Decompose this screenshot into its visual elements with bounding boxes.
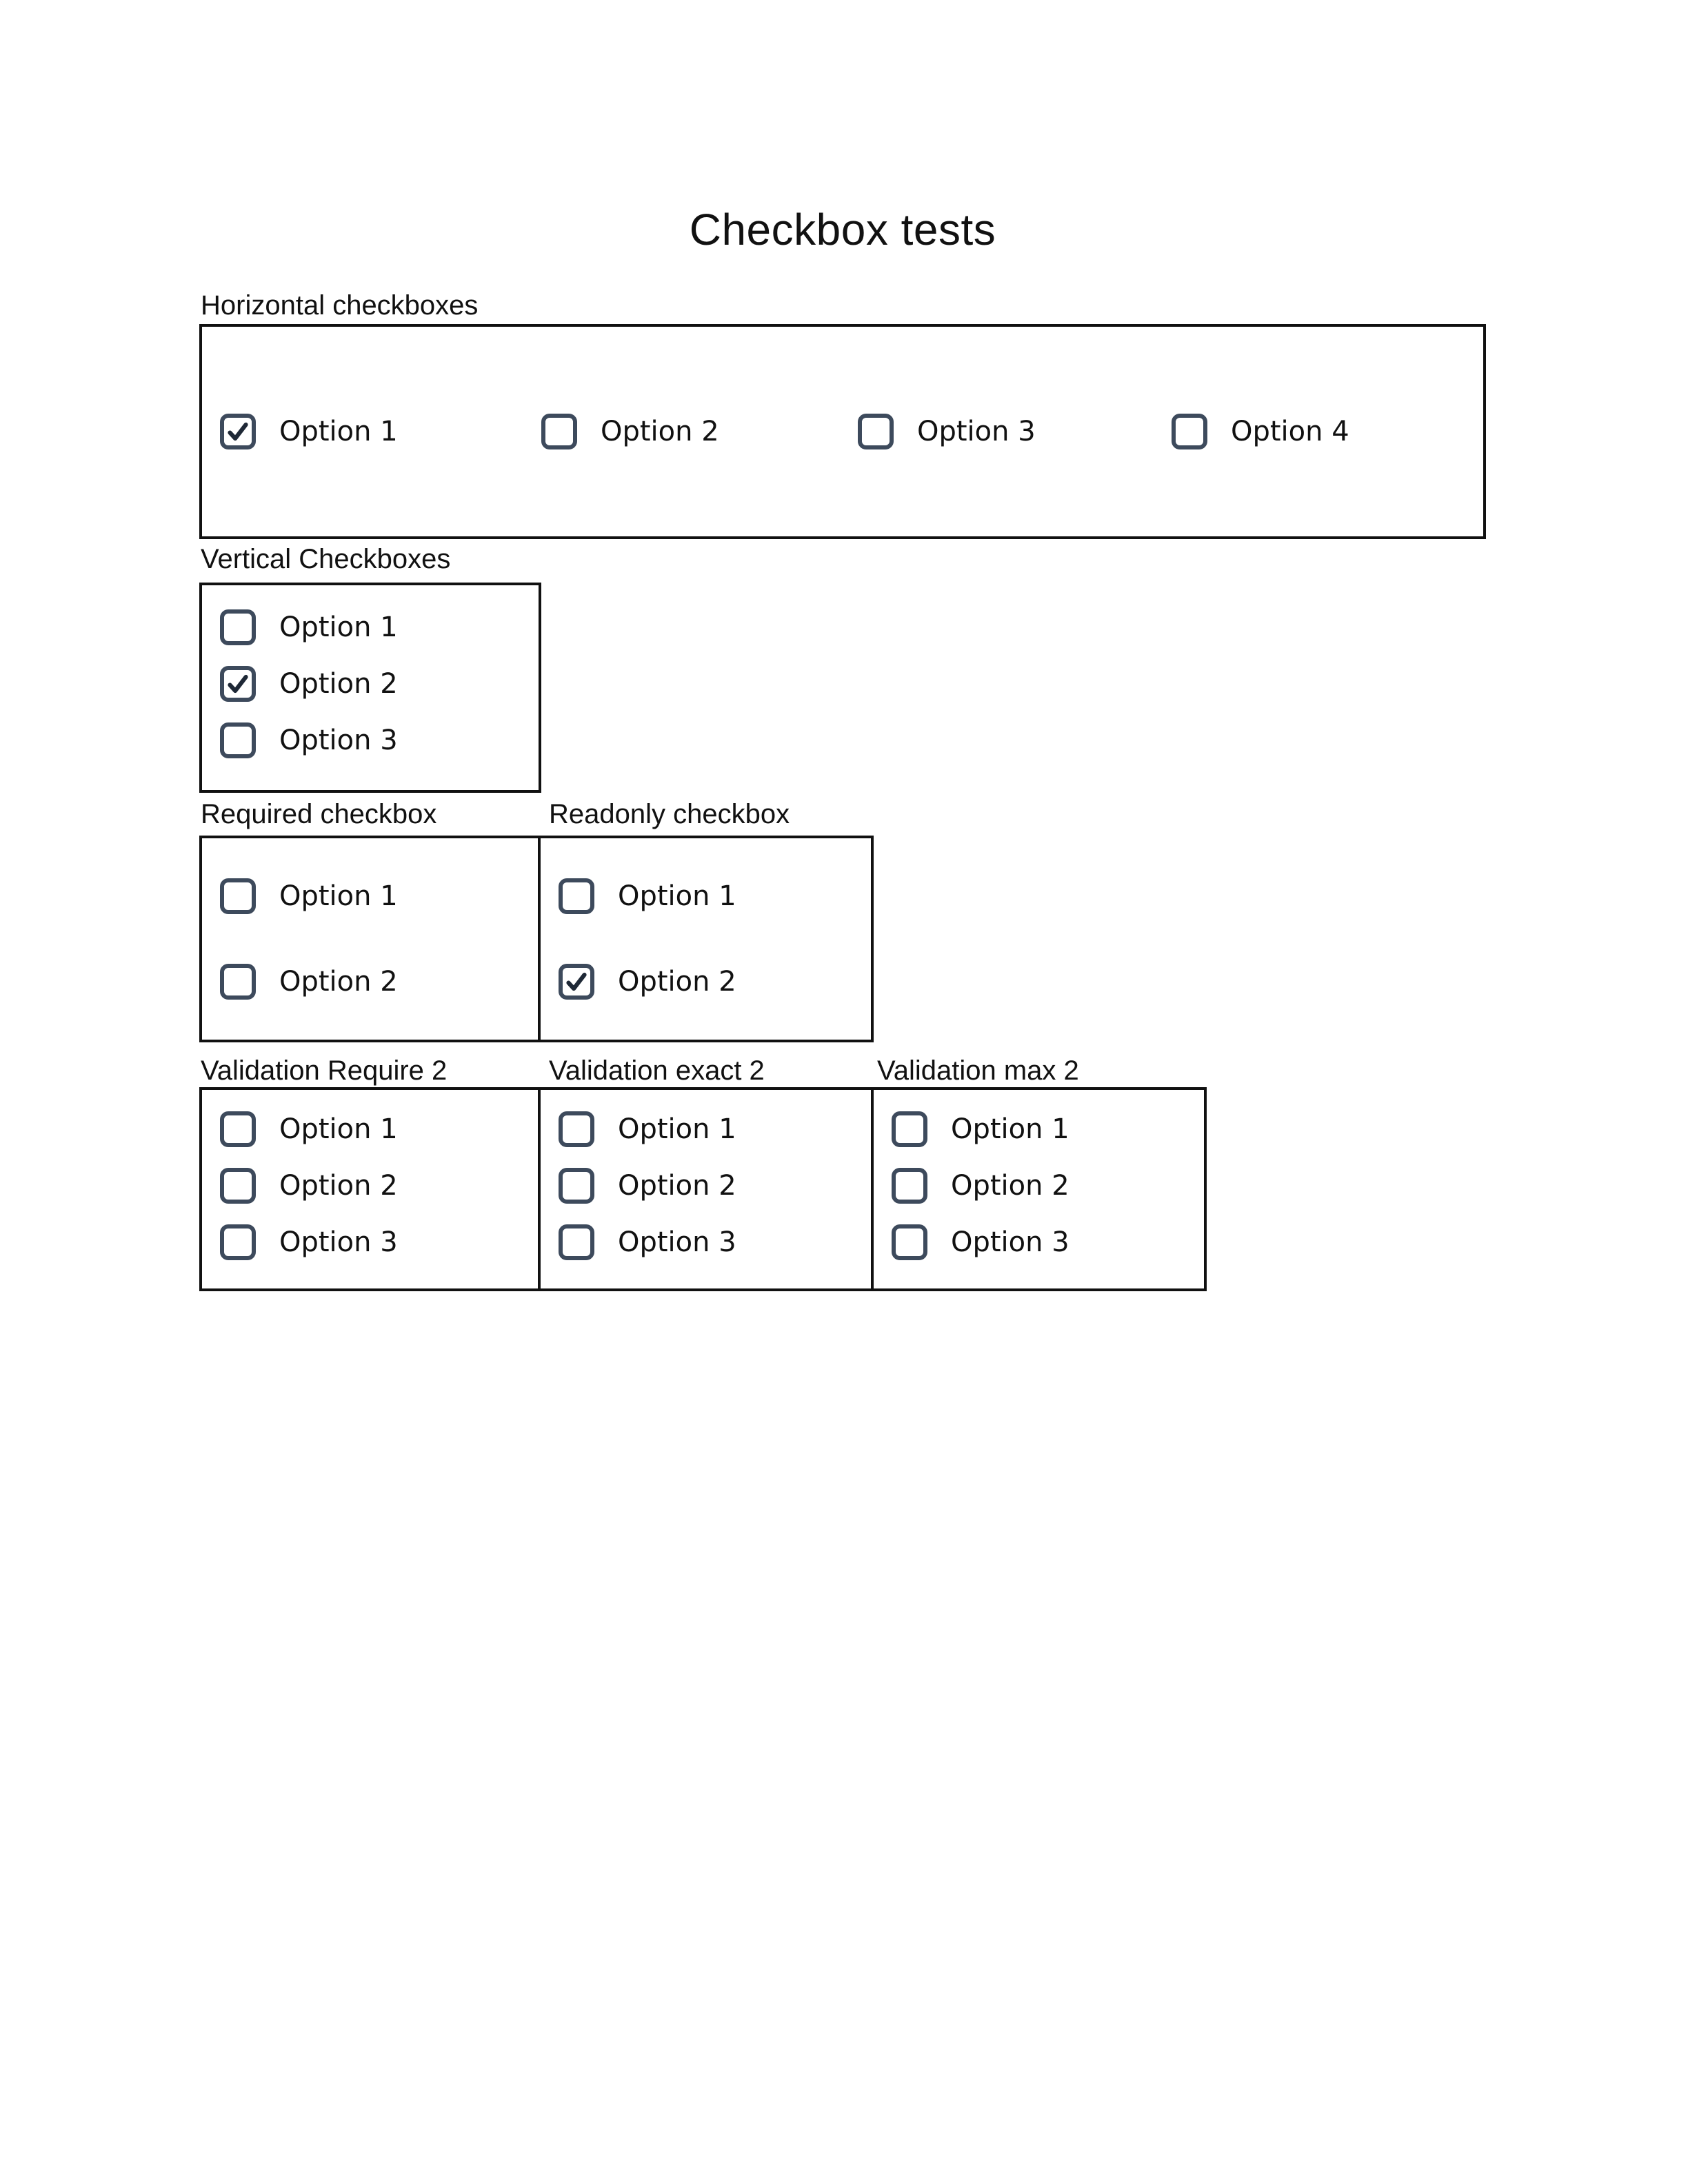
checkbox-group-validation-exact-2: Option 1 Option 2 Option 3 — [538, 1087, 874, 1291]
check-icon — [566, 972, 587, 991]
checkbox-label: Option 2 — [279, 668, 398, 700]
checkbox[interactable] — [1172, 414, 1207, 449]
checkbox-option[interactable]: Option 3 — [559, 1224, 871, 1260]
checkbox-option: Option 1 — [559, 878, 871, 914]
checkbox-option[interactable]: Option 4 — [1172, 414, 1349, 449]
checkbox-option[interactable]: Option 1 — [220, 878, 538, 914]
checkbox-option[interactable]: Option 1 — [559, 1111, 871, 1147]
checkbox-label: Option 1 — [279, 880, 398, 912]
checkbox-option[interactable]: Option 2 — [541, 414, 719, 449]
section-label-vertical: Vertical Checkboxes — [201, 544, 451, 574]
checkbox[interactable] — [559, 1111, 594, 1147]
check-icon — [228, 422, 248, 441]
checkbox-checked[interactable] — [220, 666, 256, 702]
checkbox[interactable] — [892, 1168, 927, 1204]
checkbox-label: Option 1 — [279, 416, 398, 447]
checkbox-option[interactable]: Option 1 — [220, 609, 539, 645]
section-label-horizontal: Horizontal checkboxes — [201, 290, 479, 321]
section-label-required: Required checkbox — [201, 799, 437, 829]
checkbox-option[interactable]: Option 2 — [220, 1168, 538, 1204]
section-label-validation-exact-2: Validation exact 2 — [549, 1055, 765, 1086]
checkbox-label: Option 4 — [1231, 416, 1349, 447]
checkbox-label: Option 1 — [951, 1113, 1069, 1145]
checkbox-option[interactable]: Option 3 — [892, 1224, 1204, 1260]
checkbox[interactable] — [220, 1111, 256, 1147]
checkbox-option[interactable]: Option 3 — [220, 1224, 538, 1260]
checkbox-label: Option 3 — [279, 1226, 398, 1258]
checkbox-group-required: Option 1 Option 2 — [199, 836, 541, 1042]
checkbox-label: Option 2 — [618, 966, 736, 998]
checkbox-label: Option 2 — [279, 966, 398, 998]
checkbox[interactable] — [892, 1111, 927, 1147]
checkbox[interactable] — [541, 414, 577, 449]
checkbox-group-horizontal: Option 1 Option 2 Option 3 Option 4 — [199, 324, 1486, 539]
checkbox-group-readonly: Option 1 Option 2 — [538, 836, 874, 1042]
checkbox[interactable] — [559, 1168, 594, 1204]
section-label-readonly: Readonly checkbox — [549, 799, 790, 829]
checkbox-label: Option 3 — [917, 416, 1036, 447]
checkbox-label: Option 1 — [279, 611, 398, 643]
checkbox[interactable] — [559, 1224, 594, 1260]
checkbox-option[interactable]: Option 2 — [559, 1168, 871, 1204]
checkbox[interactable] — [220, 722, 256, 758]
checkbox-label: Option 2 — [279, 1170, 398, 1202]
checkbox[interactable] — [220, 964, 256, 1000]
checkbox-label: Option 1 — [618, 880, 736, 912]
checkbox-group-validation-max-2: Option 1 Option 2 Option 3 — [871, 1087, 1207, 1291]
checkbox[interactable] — [220, 609, 256, 645]
checkbox-label: Option 3 — [951, 1226, 1069, 1258]
checkbox[interactable] — [220, 878, 256, 914]
checkbox — [559, 878, 594, 914]
checkbox[interactable] — [892, 1224, 927, 1260]
checkbox-option: Option 2 — [559, 964, 871, 1000]
checkbox-group-vertical: Option 1 Option 2 Option 3 — [199, 583, 541, 793]
checkbox[interactable] — [858, 414, 894, 449]
checkbox-label: Option 1 — [618, 1113, 736, 1145]
checkbox-checked — [559, 964, 594, 1000]
checkbox-option[interactable]: Option 3 — [858, 414, 1036, 449]
checkbox-checked[interactable] — [220, 414, 256, 449]
checkbox-label: Option 3 — [279, 725, 398, 756]
checkbox-option[interactable]: Option 2 — [892, 1168, 1204, 1204]
checkbox-label: Option 2 — [601, 416, 719, 447]
checkbox-option[interactable]: Option 1 — [892, 1111, 1204, 1147]
checkbox-option[interactable]: Option 1 — [220, 414, 398, 449]
checkbox-option[interactable]: Option 2 — [220, 666, 539, 702]
checkbox-option[interactable]: Option 3 — [220, 722, 539, 758]
checkbox-group-validation-require-2: Option 1 Option 2 Option 3 — [199, 1087, 541, 1291]
page-title: Checkbox tests — [689, 205, 996, 254]
checkbox[interactable] — [220, 1168, 256, 1204]
checkbox-label: Option 3 — [618, 1226, 736, 1258]
checkbox-label: Option 2 — [618, 1170, 736, 1202]
section-label-validation-max-2: Validation max 2 — [877, 1055, 1079, 1086]
checkbox-option[interactable]: Option 1 — [220, 1111, 538, 1147]
checkbox-label: Option 2 — [951, 1170, 1069, 1202]
check-icon — [228, 674, 248, 694]
section-label-validation-require-2: Validation Require 2 — [201, 1055, 448, 1086]
checkbox-option[interactable]: Option 2 — [220, 964, 538, 1000]
checkbox[interactable] — [220, 1224, 256, 1260]
checkbox-label: Option 1 — [279, 1113, 398, 1145]
